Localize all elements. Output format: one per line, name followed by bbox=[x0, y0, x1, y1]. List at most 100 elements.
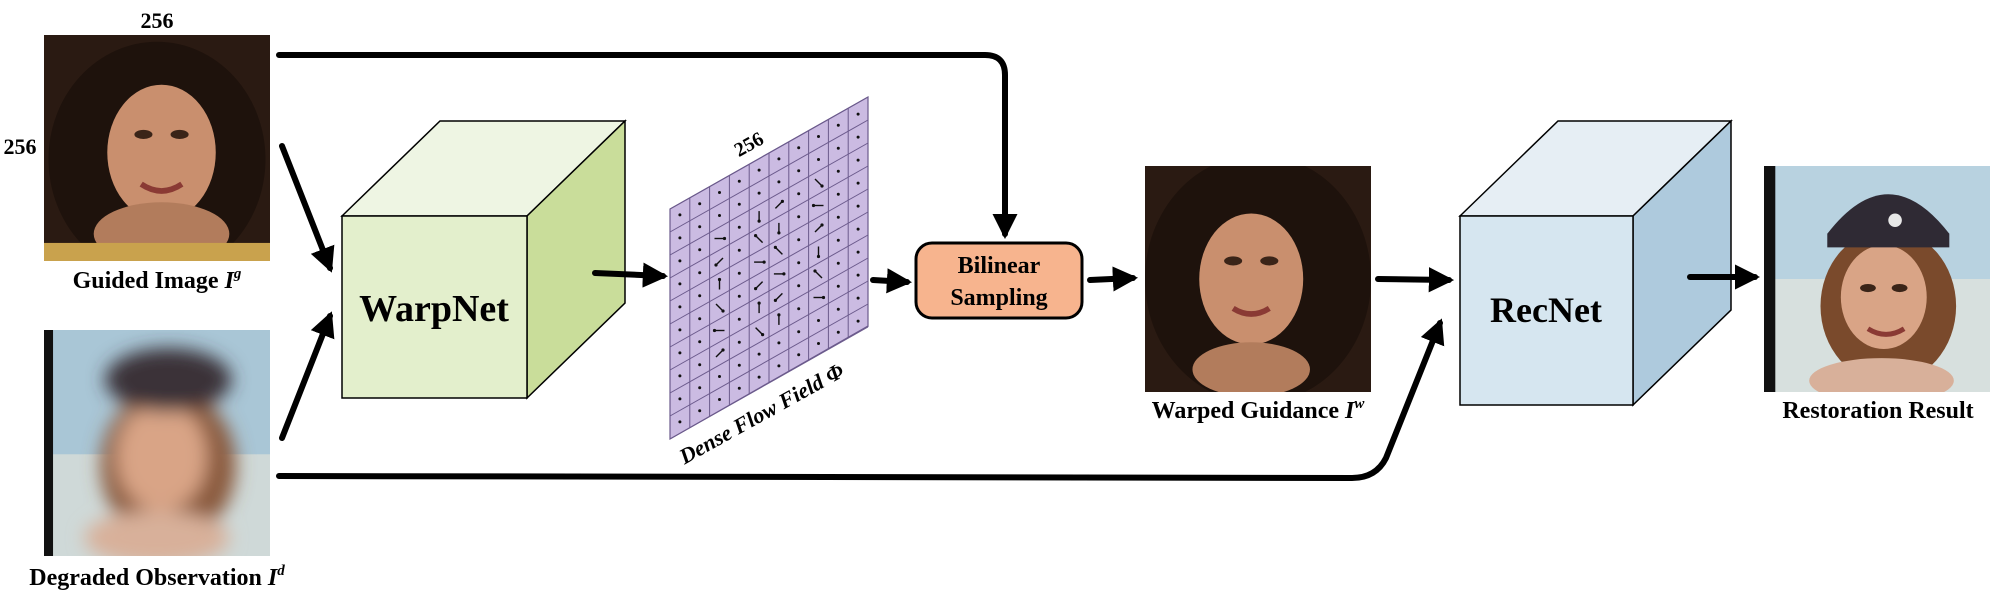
flow-dot bbox=[678, 213, 682, 217]
flow-grid-line bbox=[669, 326, 869, 440]
flow-field-vectors bbox=[678, 112, 860, 424]
flow-dot bbox=[856, 273, 860, 277]
flow-dot bbox=[698, 340, 702, 344]
flow-vector bbox=[715, 303, 724, 312]
flow-vector-head bbox=[773, 245, 778, 249]
flow-dot bbox=[718, 398, 721, 401]
flow-vector-head bbox=[782, 272, 786, 276]
flow-grid-line bbox=[669, 234, 869, 348]
flow-dot bbox=[737, 317, 741, 321]
flow-dot bbox=[737, 179, 741, 183]
flow-dot bbox=[836, 215, 840, 219]
flow-dot bbox=[698, 409, 702, 413]
flow-dot bbox=[817, 158, 820, 161]
flow-dot bbox=[797, 284, 801, 288]
recnet-cube-front bbox=[1459, 215, 1634, 406]
flow-grid-line bbox=[669, 280, 869, 394]
flow-dot bbox=[777, 341, 781, 345]
flow-dot bbox=[757, 352, 761, 356]
flow-dot bbox=[836, 169, 840, 173]
flow-dot bbox=[678, 282, 682, 286]
flow-dot bbox=[718, 375, 721, 378]
flow-vector bbox=[774, 292, 783, 301]
flow-dot bbox=[856, 227, 860, 231]
flow-dot bbox=[737, 340, 741, 344]
flow-dot bbox=[817, 135, 820, 138]
flow-dot bbox=[678, 259, 682, 263]
flow-vector-head bbox=[717, 277, 722, 282]
flow-dot bbox=[678, 236, 682, 240]
flow-dot bbox=[698, 202, 702, 206]
flow-vector-head bbox=[761, 333, 765, 337]
guided-image-photo bbox=[44, 35, 270, 261]
flow-dot bbox=[678, 374, 682, 378]
flow-dot bbox=[856, 112, 860, 116]
flow-dot bbox=[757, 375, 761, 379]
flow-vector bbox=[715, 257, 724, 266]
flow-dot bbox=[718, 214, 721, 217]
flow-vector-head bbox=[762, 260, 766, 264]
flow-vector-head bbox=[754, 287, 758, 291]
warpnet-label: WarpNet bbox=[359, 288, 509, 330]
arrow-bilinear-to-warped bbox=[1087, 266, 1139, 292]
dense-flow-field: 256 Dense Flow Field Φ bbox=[669, 95, 869, 470]
flow-dot bbox=[678, 397, 682, 401]
flow-dot bbox=[737, 386, 741, 390]
flow-vector-head bbox=[777, 313, 781, 317]
flow-dot bbox=[737, 294, 741, 298]
guided-height-label: 256 bbox=[4, 134, 37, 159]
flow-grid-line bbox=[669, 211, 869, 325]
flow-dot bbox=[698, 363, 702, 367]
flow-vector bbox=[755, 281, 764, 290]
flow-dot bbox=[836, 146, 840, 150]
flow-dot bbox=[856, 181, 860, 185]
degraded-observation-photo bbox=[44, 330, 270, 556]
bilinear-line1: Bilinear bbox=[958, 253, 1041, 279]
recnet-label: RecNet bbox=[1490, 290, 1602, 330]
flow-grid-line bbox=[669, 257, 869, 371]
flow-dot bbox=[797, 330, 801, 334]
flow-vector-head bbox=[821, 295, 826, 300]
flow-vector-head bbox=[816, 254, 821, 259]
flow-vector-head bbox=[757, 301, 761, 305]
arrow-guided-to-bilinear bbox=[276, 52, 1018, 240]
flow-dot bbox=[817, 342, 820, 345]
flow-vector bbox=[755, 327, 764, 336]
bilinear-sampling-box: Bilinear Sampling bbox=[914, 241, 1084, 320]
flow-arrows-group bbox=[276, 52, 1761, 481]
flow-dot bbox=[698, 317, 702, 321]
flow-dot bbox=[797, 238, 801, 242]
flow-dot bbox=[698, 225, 702, 229]
flow-dot bbox=[678, 328, 682, 332]
arrow-warpnet-to-flow bbox=[592, 262, 669, 288]
flow-dot bbox=[836, 192, 840, 196]
flow-dot bbox=[797, 192, 801, 196]
arrow-degraded-to-warpnet bbox=[279, 311, 335, 441]
flow-dot bbox=[836, 307, 840, 311]
flow-vector bbox=[814, 224, 823, 233]
flow-dot bbox=[797, 353, 801, 357]
flow-dot bbox=[678, 420, 682, 424]
warped-guidance-caption: Warped Guidance Iw bbox=[1152, 396, 1366, 424]
flow-vector bbox=[814, 270, 823, 279]
arrow-guided-to-warpnet bbox=[279, 143, 335, 273]
flow-vector-head bbox=[773, 298, 778, 302]
restoration-result-photo bbox=[1764, 166, 1990, 392]
warped-guidance-photo bbox=[1145, 166, 1371, 392]
flow-dot bbox=[678, 351, 682, 355]
warpnet-cube-front bbox=[341, 215, 528, 399]
flow-vector-head bbox=[722, 236, 727, 241]
flow-vector-head bbox=[721, 309, 725, 313]
flow-dot bbox=[777, 180, 781, 184]
flow-dot bbox=[698, 294, 702, 298]
guided-width-label: 256 bbox=[141, 8, 174, 33]
flow-dot bbox=[797, 307, 801, 311]
degraded-observation-caption: Degraded Observation Id bbox=[29, 563, 285, 591]
flow-dot bbox=[797, 146, 801, 150]
arrow-warped-to-recnet bbox=[1375, 267, 1455, 293]
flow-vector-head bbox=[780, 199, 785, 203]
flow-dot bbox=[737, 225, 741, 229]
flow-vector bbox=[774, 246, 783, 255]
flow-dot bbox=[836, 330, 840, 334]
flow-dot bbox=[797, 169, 801, 173]
